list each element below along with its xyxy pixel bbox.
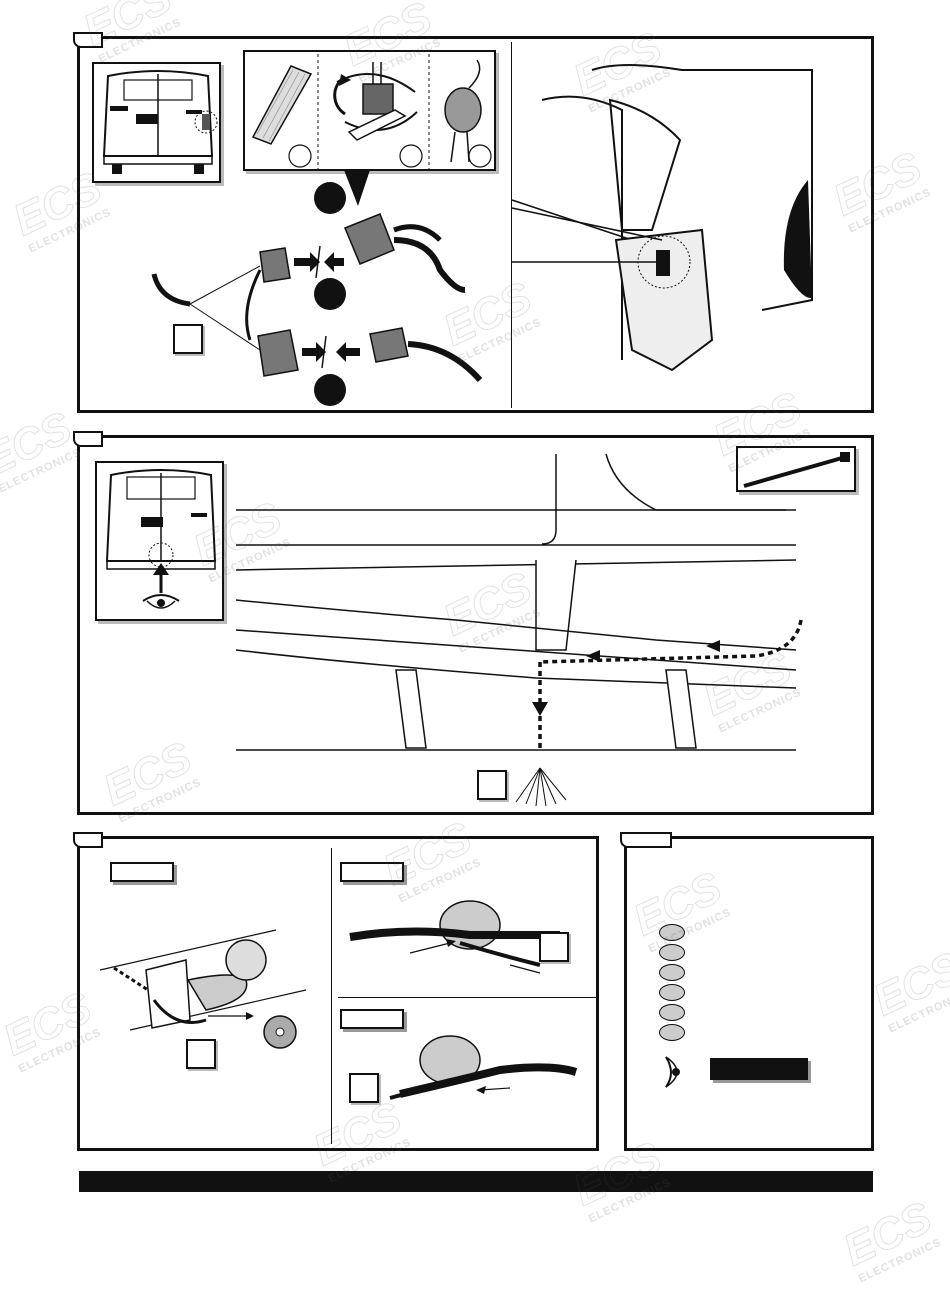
- footer-bar: [79, 1171, 873, 1192]
- reference-box-4: [539, 932, 569, 962]
- van-rear-drawing-1: [102, 70, 218, 174]
- step-tab-3: [73, 832, 103, 848]
- underbody-drawing: [235, 453, 803, 807]
- check-item-3: [659, 964, 685, 981]
- cable-tie-inset: [736, 446, 856, 492]
- step-3-hdivider: [338, 997, 596, 998]
- connector-icon: [344, 213, 466, 293]
- tow-ball-icon: [99, 929, 307, 1049]
- watermark-brand: ECS: [836, 1192, 940, 1276]
- eye-icon: [142, 594, 180, 609]
- watermark-sub: ELECTRONICS: [856, 1236, 944, 1286]
- pointer-wedge: [344, 170, 370, 206]
- van-rear-inset-1: [92, 62, 221, 183]
- reference-box-3: [186, 1039, 216, 1069]
- result-bar: [710, 1058, 808, 1080]
- cable-tie-icon: [743, 452, 850, 488]
- step-3-label-a: [110, 862, 174, 882]
- grommet-icon-2: [389, 1035, 578, 1100]
- step-3-label-c: [340, 1009, 404, 1029]
- step-tab-4: [620, 832, 672, 848]
- check-item-5: [659, 1004, 685, 1021]
- reference-box-2: [477, 770, 507, 800]
- step-3-divider: [331, 848, 332, 1144]
- check-item-1: [659, 924, 685, 941]
- eye-icon-2: [665, 1056, 680, 1088]
- check-item-2: [659, 944, 685, 961]
- reference-box-5: [349, 1073, 379, 1103]
- parts-inset: [243, 50, 496, 171]
- check-item-4: [659, 984, 685, 1001]
- reference-box-1: [173, 324, 203, 354]
- check-item-6: [659, 1024, 685, 1041]
- step-tab-1: [73, 32, 103, 48]
- rear-light-area: [511, 64, 813, 372]
- wire-fan-icon: [515, 767, 567, 807]
- watermark-sub: ELECTRONICS: [886, 986, 950, 1036]
- grommet-icon: [349, 900, 560, 974]
- connector-assembly: [151, 182, 483, 406]
- step-1-divider: [511, 42, 512, 408]
- parts-drawing: [251, 54, 492, 171]
- step-tab-2: [73, 431, 103, 447]
- van-rear-drawing-2: [105, 469, 217, 593]
- van-rear-inset-2: [95, 461, 224, 621]
- step-3-label-b: [340, 862, 404, 882]
